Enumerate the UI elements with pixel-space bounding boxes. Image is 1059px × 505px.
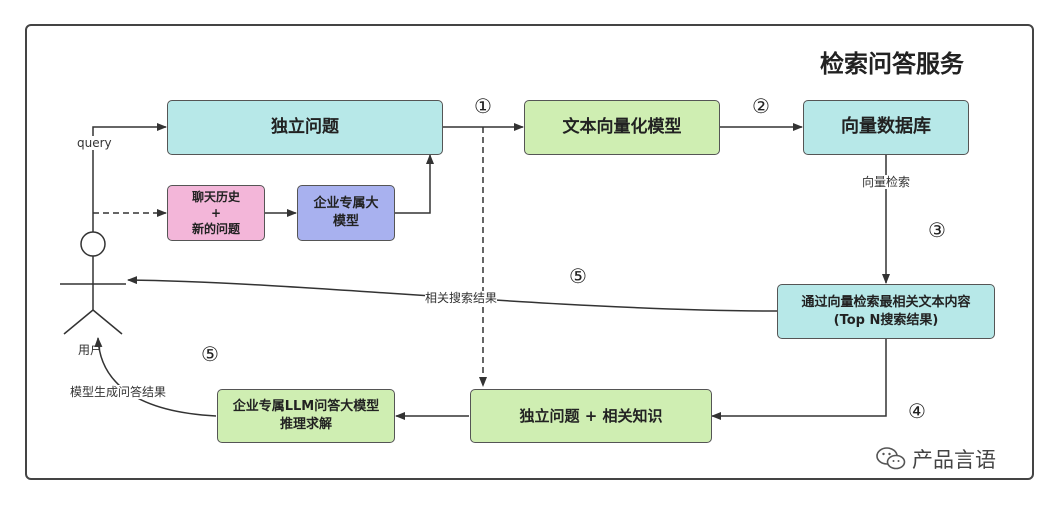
chat-history-box: 聊天历史 + 新的问题 bbox=[167, 185, 265, 241]
independent-question-box: 独立问题 bbox=[167, 100, 443, 155]
watermark: 产品言语 bbox=[876, 444, 996, 474]
step-2: ② bbox=[752, 94, 770, 118]
service-frame bbox=[25, 24, 1034, 480]
step-1: ① bbox=[474, 94, 492, 118]
independent-question-label: 独立问题 bbox=[271, 117, 339, 138]
text-vector-model-label: 文本向量化模型 bbox=[562, 117, 682, 138]
enterprise-model-box: 企业专属大 模型 bbox=[297, 185, 395, 241]
query-label: query bbox=[77, 136, 112, 150]
wechat-icon bbox=[876, 447, 906, 470]
vector-search-label: 向量检索 bbox=[862, 175, 911, 189]
user-label: 用户 bbox=[78, 343, 103, 357]
vector-search-result-box: 通过向量检索最相关文本内容 (Top N搜索结果) bbox=[777, 284, 995, 339]
diagram-title: 检索问答服务 bbox=[820, 50, 964, 78]
question-plus-knowledge-box: 独立问题 + 相关知识 bbox=[470, 389, 712, 443]
query-arrow bbox=[92, 123, 167, 232]
step-5b: ⑤ bbox=[201, 342, 219, 366]
text-vector-model-box: 文本向量化模型 bbox=[524, 100, 720, 155]
watermark-text: 产品言语 bbox=[912, 448, 996, 472]
chat-history-label: 聊天历史 + 新的问题 bbox=[191, 189, 240, 237]
results-to-knowledge-arrow bbox=[711, 339, 887, 420]
step-5a: ⑤ bbox=[569, 264, 587, 288]
step-4: ④ bbox=[908, 399, 926, 423]
step-3: ③ bbox=[928, 218, 946, 242]
enterprise-model-label: 企业专属大 模型 bbox=[313, 196, 379, 229]
model-to-question-arrow bbox=[395, 154, 434, 214]
llm-inference-label: 企业专属LLM问答大模型 推理求解 bbox=[232, 399, 380, 432]
llm-to-user-arrow bbox=[94, 337, 217, 417]
vector-db-label: 向量数据库 bbox=[841, 116, 931, 138]
vector-db-box: 向量数据库 bbox=[803, 100, 969, 155]
related-search-results-label: 相关搜索结果 bbox=[425, 291, 498, 305]
vector-search-result-label: 通过向量检索最相关文本内容 (Top N搜索结果) bbox=[801, 294, 971, 328]
question-plus-knowledge-label: 独立问题 + 相关知识 bbox=[519, 406, 663, 425]
model-generated-answer-label: 模型生成问答结果 bbox=[70, 385, 167, 399]
user-figure bbox=[60, 231, 126, 335]
llm-inference-box: 企业专属LLM问答大模型 推理求解 bbox=[217, 389, 395, 443]
